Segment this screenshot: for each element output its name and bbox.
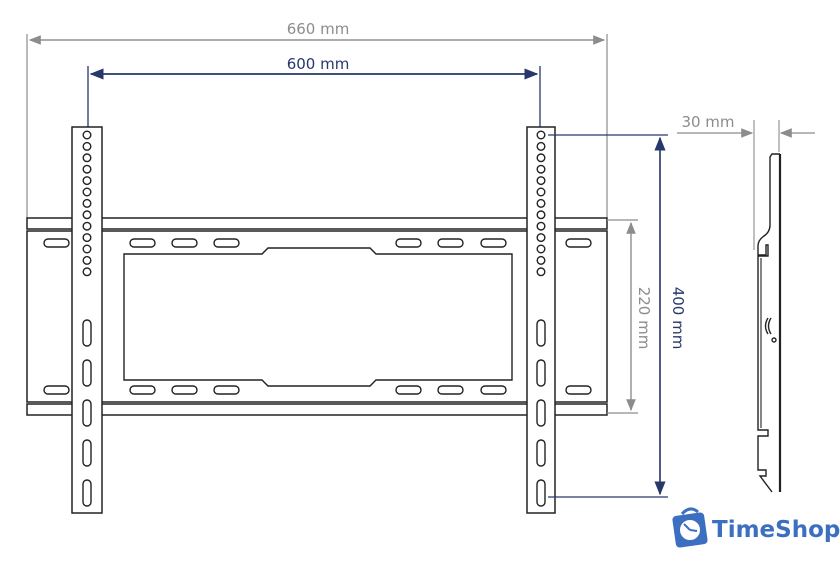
mounting-hole — [82, 255, 92, 265]
dimension-vesa-horizontal: 600 mm — [87, 55, 541, 135]
mounting-hole — [82, 244, 92, 254]
mounting-hole — [536, 267, 546, 277]
mounting-slot — [213, 238, 240, 248]
mounting-hole — [82, 176, 92, 186]
vertical-slot — [536, 439, 546, 467]
plate-slots — [43, 238, 592, 395]
mounting-hole — [536, 210, 546, 220]
mounting-slot — [129, 385, 156, 395]
mounting-hole — [536, 187, 546, 197]
mounting-hole — [82, 187, 92, 197]
mounting-slot — [171, 385, 198, 395]
mounting-hole — [82, 221, 92, 231]
clock-bag-icon — [672, 507, 708, 548]
left-arm — [71, 126, 103, 514]
mounting-slot — [437, 385, 464, 395]
mounting-slot — [395, 238, 422, 248]
mounting-hole — [536, 176, 546, 186]
dimension-depth: 30 mm — [677, 113, 815, 250]
mounting-slot — [43, 238, 70, 248]
dimension-vesa-vertical: 400 mm — [548, 134, 687, 498]
vertical-slot — [536, 359, 546, 387]
vertical-slot — [536, 479, 546, 507]
mounting-hole — [536, 244, 546, 254]
vertical-slot — [536, 399, 546, 427]
mounting-hole — [536, 198, 546, 208]
mounting-hole — [82, 153, 92, 163]
mounting-hole — [82, 233, 92, 243]
vertical-slot — [82, 319, 92, 347]
mounting-hole — [82, 141, 92, 151]
vertical-slot — [82, 399, 92, 427]
vertical-slot — [82, 439, 92, 467]
wall-plate — [26, 217, 608, 416]
vesa-vertical-label: 400 mm — [669, 287, 687, 350]
mounting-slot — [565, 238, 592, 248]
mounting-slot — [395, 385, 422, 395]
mounting-hole — [82, 198, 92, 208]
logo-text: TimeShop — [712, 517, 840, 543]
depth-label: 30 mm — [681, 113, 734, 131]
mounting-slot — [437, 238, 464, 248]
mounting-slot — [565, 385, 592, 395]
mounting-hole — [536, 255, 546, 265]
plate-cutout — [123, 247, 513, 387]
mounting-hole — [536, 221, 546, 231]
side-profile-view — [757, 153, 782, 493]
vesa-horizontal-label: 600 mm — [287, 55, 350, 73]
mounting-slot — [213, 385, 240, 395]
mounting-hole — [536, 233, 546, 243]
vertical-slot — [82, 479, 92, 507]
mounting-slot — [129, 238, 156, 248]
mounting-hole — [82, 130, 92, 140]
dimension-plate-height: 220 mm — [607, 219, 653, 414]
right-arm — [526, 126, 556, 514]
mounting-hole — [82, 164, 92, 174]
mounting-hole — [536, 164, 546, 174]
mounting-hole — [536, 141, 546, 151]
mounting-slot — [480, 238, 507, 248]
mounting-hole — [82, 267, 92, 277]
plate-height-label: 220 mm — [635, 287, 653, 350]
mounting-slot — [171, 238, 198, 248]
vertical-slot — [536, 319, 546, 347]
mounting-hole — [536, 153, 546, 163]
mounting-hole — [82, 210, 92, 220]
vertical-slot — [82, 359, 92, 387]
overall-width-label: 660 mm — [287, 20, 350, 38]
mounting-slot — [43, 385, 70, 395]
mounting-hole — [536, 130, 546, 140]
mounting-slot — [480, 385, 507, 395]
timeshop-logo: TimeShop — [672, 507, 840, 548]
dimension-overall-width: 660 mm — [26, 20, 608, 218]
